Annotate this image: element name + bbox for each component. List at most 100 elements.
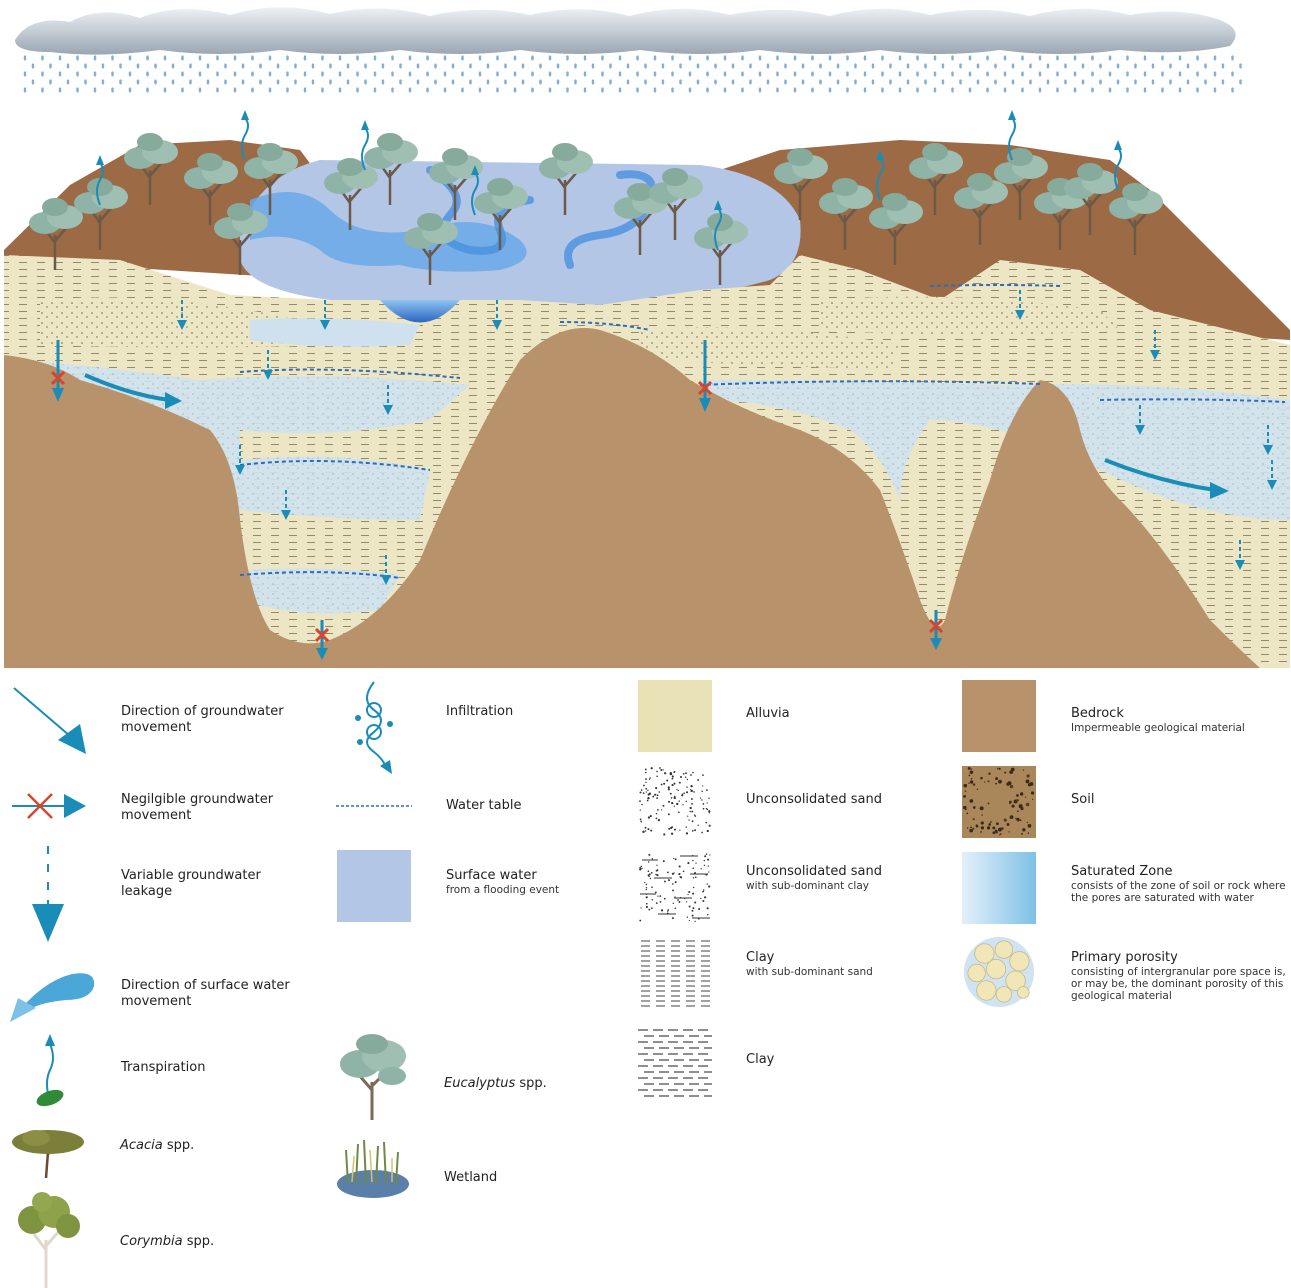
rain-drop <box>846 55 849 60</box>
rain-drop <box>461 55 464 60</box>
rain-drop <box>102 79 105 84</box>
rain-drop <box>1126 87 1129 92</box>
rain-drop <box>916 55 919 60</box>
rain-drop <box>409 71 412 76</box>
rain-drop <box>977 63 980 68</box>
rain-drop <box>199 87 202 92</box>
rain-drop <box>1109 55 1112 60</box>
rain-drop <box>181 71 184 76</box>
rain-drop <box>1004 87 1007 92</box>
rain-drop <box>391 71 394 76</box>
rain-drop <box>1099 79 1102 84</box>
rain-drop <box>1169 63 1172 68</box>
rain-drop <box>689 55 692 60</box>
rain-drop <box>146 55 149 60</box>
rain-drop <box>776 71 779 76</box>
rain-drop <box>671 87 674 92</box>
rain-drop <box>654 55 657 60</box>
rain-drop <box>102 63 105 68</box>
rain-drop <box>924 79 927 84</box>
rain-drop <box>67 79 70 84</box>
rain-drop <box>224 79 227 84</box>
rain-drop <box>776 87 779 92</box>
rain-drop <box>32 63 35 68</box>
rain-drop <box>84 63 87 68</box>
rain-drop <box>706 71 709 76</box>
rain-drop <box>356 55 359 60</box>
acacia-tree-icon <box>8 1124 86 1180</box>
rain-drop <box>374 55 377 60</box>
bedrock-title: Bedrock <box>1071 706 1124 721</box>
rain-drop <box>1144 87 1147 92</box>
rain-drop <box>111 71 114 76</box>
rain-drop <box>767 63 770 68</box>
rain-drop <box>1231 87 1234 92</box>
unconsolidated-sand-swatch <box>638 766 712 838</box>
rain-drop <box>1064 79 1067 84</box>
legend-label-surface-direction: Direction of surface water movement <box>121 978 301 1010</box>
rain-drop <box>671 71 674 76</box>
rain-drop <box>619 71 622 76</box>
rain-drop <box>609 79 612 84</box>
groundwater-cross-section <box>0 0 1291 668</box>
rain-drop <box>706 55 709 60</box>
rain-drop <box>364 79 367 84</box>
rain-drop <box>1214 71 1217 76</box>
rain-drop <box>312 63 315 68</box>
rain-drop <box>794 55 797 60</box>
rain-drop <box>251 55 254 60</box>
rain-drop <box>864 55 867 60</box>
rain-drop <box>522 63 525 68</box>
rain-drop <box>1222 79 1225 84</box>
rain-drop <box>111 87 114 92</box>
rain-drop <box>374 87 377 92</box>
bedrock-swatch <box>962 680 1036 752</box>
rain-drop <box>514 55 517 60</box>
primary-porosity-swatch <box>962 936 1036 1008</box>
rain-drop <box>119 63 122 68</box>
rain-drop <box>759 55 762 60</box>
rain-drop <box>234 55 237 60</box>
groundwater-direction-icon <box>10 684 90 758</box>
rain-drop <box>1187 79 1190 84</box>
rain-drop <box>531 55 534 60</box>
rain-drop <box>759 71 762 76</box>
rain-drop <box>461 71 464 76</box>
rain-drop <box>986 55 989 60</box>
rain-drop <box>1187 63 1190 68</box>
rain-drop <box>1099 63 1102 68</box>
rain-drop <box>679 79 682 84</box>
rain-drop <box>1039 71 1042 76</box>
rain-drop <box>784 79 787 84</box>
rain-drop <box>1152 79 1155 84</box>
rain-drop <box>137 79 140 84</box>
legend-label-transpiration: Transpiration <box>121 1060 301 1076</box>
infiltration-icon <box>350 680 398 776</box>
rain-drop <box>724 71 727 76</box>
rain-drop <box>986 71 989 76</box>
rain-drop <box>1074 71 1077 76</box>
rain-drop <box>339 55 342 60</box>
legend-label-corymbia: Corymbia spp. <box>120 1234 214 1250</box>
rain-drop <box>959 63 962 68</box>
rain-drop <box>172 63 175 68</box>
legend-label-porosity: Primary porosityconsisting of intergranu… <box>1071 950 1286 1002</box>
rain-drop <box>942 79 945 84</box>
rain-drop <box>321 55 324 60</box>
soil-swatch <box>962 766 1036 838</box>
rain-drop <box>969 87 972 92</box>
rain-drop <box>504 79 507 84</box>
rain-drop <box>496 55 499 60</box>
corymbia-genus: Corymbia <box>120 1234 183 1249</box>
rain-drop <box>881 71 884 76</box>
rain-drop <box>434 63 437 68</box>
rain-drop <box>654 71 657 76</box>
rain-drop <box>1179 71 1182 76</box>
rain-drop <box>452 79 455 84</box>
rain-drop <box>732 79 735 84</box>
rain-drop <box>837 79 840 84</box>
legend-label-wetland: Wetland <box>444 1170 497 1186</box>
rain-drop <box>356 71 359 76</box>
clay-swatch <box>638 1026 712 1098</box>
rain-drop <box>347 79 350 84</box>
